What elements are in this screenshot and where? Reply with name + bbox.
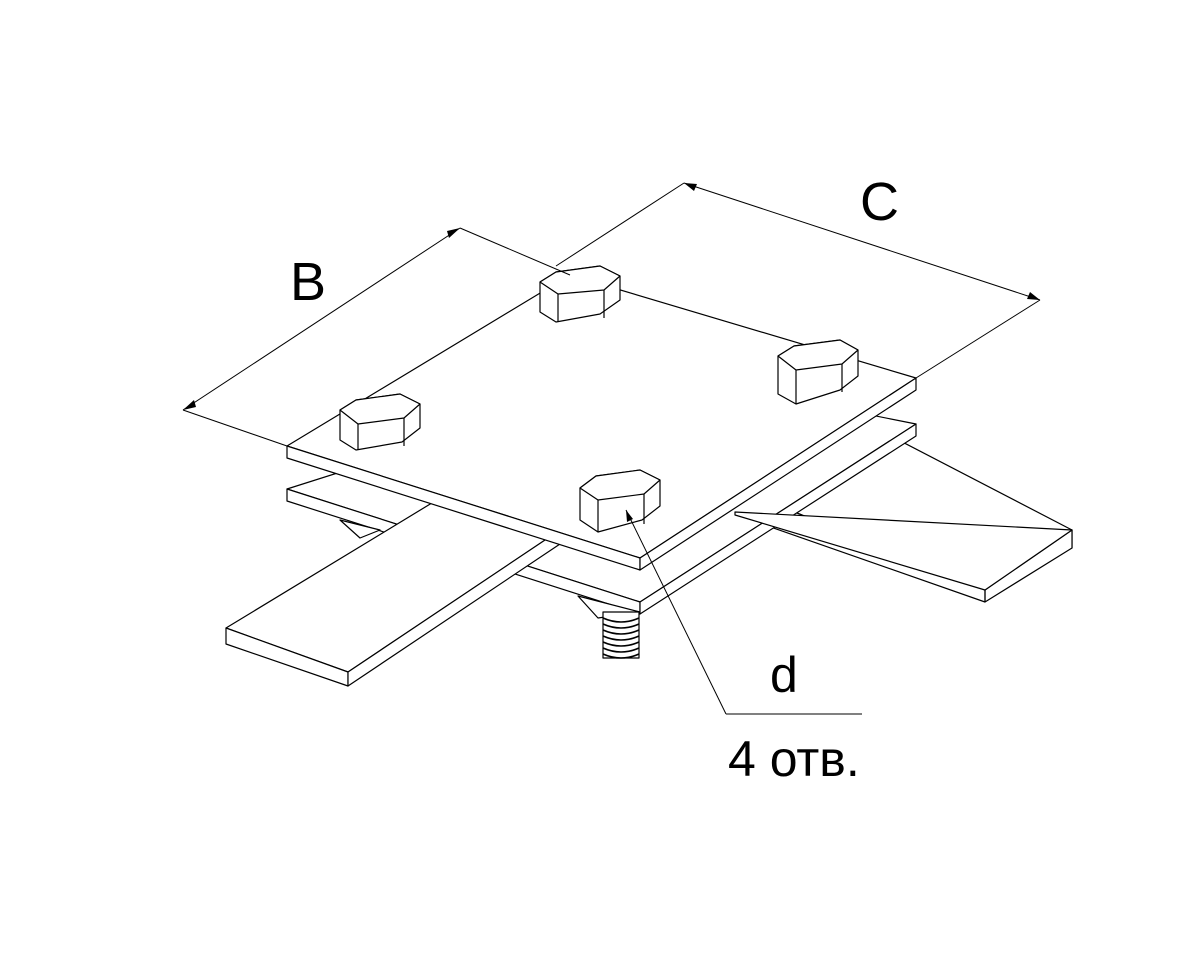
dimension-b-label: B bbox=[290, 252, 326, 312]
hole-leader bbox=[625, 509, 862, 715]
dimension-b bbox=[182, 227, 571, 447]
bolt-head-right bbox=[777, 339, 859, 405]
hole-count-label: 4 отв. bbox=[728, 731, 860, 787]
dimension-c bbox=[555, 182, 1041, 379]
hole-diameter-label: d bbox=[770, 647, 798, 703]
threaded-bolt-end bbox=[602, 611, 640, 659]
lower-strip-left bbox=[225, 491, 561, 687]
bolt-head-front bbox=[579, 469, 661, 533]
dimension-c-label: C bbox=[860, 172, 899, 232]
upper-strip-right bbox=[734, 511, 1073, 591]
bolt-head-left bbox=[339, 393, 421, 451]
bolt-head-back bbox=[539, 265, 621, 323]
